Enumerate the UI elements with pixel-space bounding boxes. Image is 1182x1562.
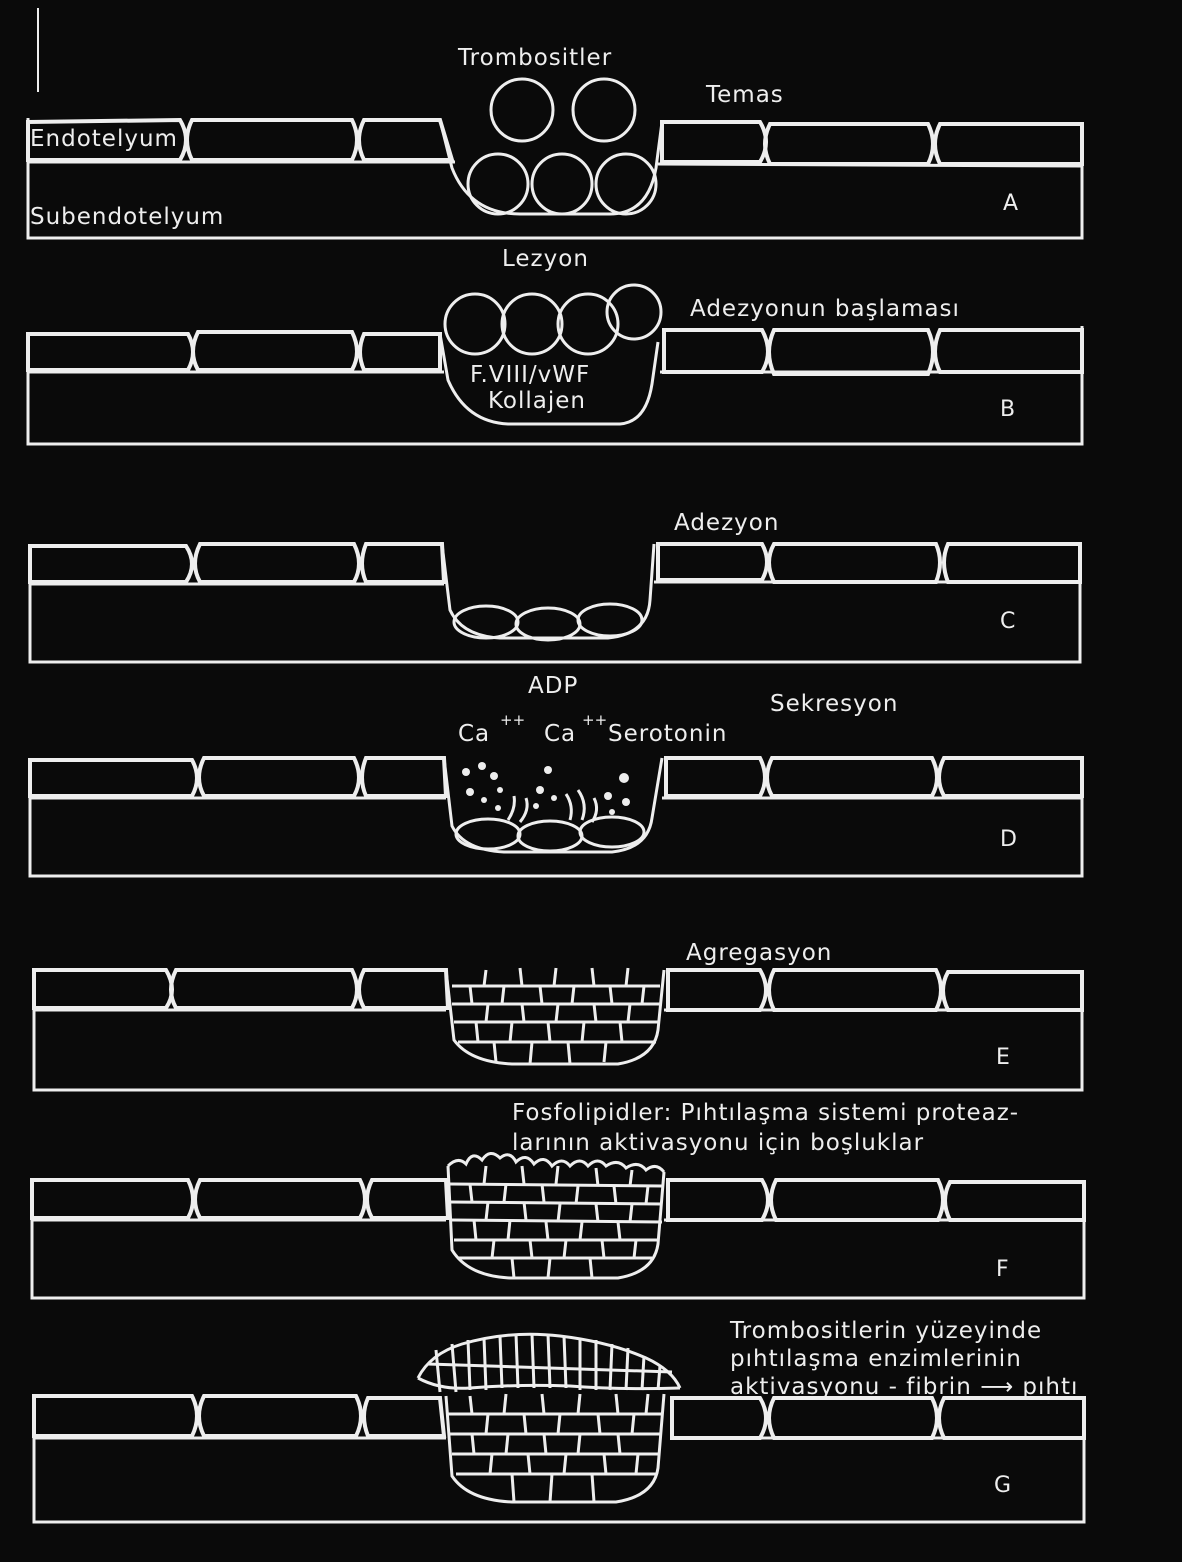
panel-letter-a: A: [1003, 191, 1018, 216]
label-ca-1: Ca: [458, 721, 490, 747]
label-adezyonun-baslamasi: Adezyonun başlaması: [690, 296, 960, 322]
label-ca-1-charge: ++: [500, 711, 525, 729]
label-serotonin: Serotonin: [608, 721, 727, 747]
label-adp: ADP: [528, 673, 578, 699]
label-fosfolipidler-line2: larının aktivasyonu için boşluklar: [512, 1130, 924, 1156]
label-ca-2: Ca: [544, 721, 576, 747]
label-trombositler: Trombositler: [457, 45, 612, 71]
panel-letter-f: F: [996, 1257, 1009, 1282]
label-sekresyon: Sekresyon: [770, 691, 898, 717]
panel-letter-e: E: [996, 1045, 1010, 1070]
label-kollajen: Kollajen: [488, 388, 586, 414]
panel-letter-b: B: [1000, 397, 1015, 422]
label-ca-2-charge: ++: [582, 711, 607, 729]
label-trombositlerin-line2: pıhtılaşma enzimlerinin: [730, 1346, 1022, 1372]
label-fosfolipidler-line1: Fosfolipidler: Pıhtılaşma sistemi protea…: [512, 1100, 1019, 1126]
panel-letter-d: D: [1000, 827, 1017, 852]
label-temas: Temas: [705, 82, 784, 108]
label-fviii-vwf: F.VIII/vWF: [470, 362, 590, 388]
label-endotelyum: Endotelyum: [30, 126, 178, 152]
label-adezyon: Adezyon: [674, 510, 779, 536]
label-agregasyon: Agregasyon: [686, 940, 832, 966]
label-trombositlerin-line1: Trombositlerin yüzeyinde: [729, 1318, 1042, 1344]
panel-letter-g: G: [994, 1473, 1011, 1498]
panel-letter-c: C: [1000, 609, 1015, 634]
label-lezyon: Lezyon: [502, 246, 589, 272]
label-subendotelyum: Subendotelyum: [30, 204, 224, 230]
label-trombositlerin-line3: aktivasyonu - fibrin ⟶ pıhtı: [730, 1374, 1078, 1400]
